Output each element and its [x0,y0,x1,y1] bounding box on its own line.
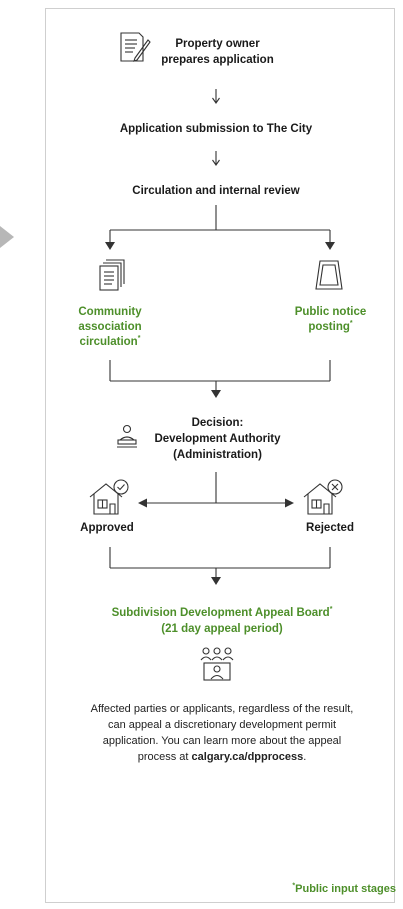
document-pen-icon [120,32,151,62]
person-podium-icon [117,424,137,448]
house-x-icon [303,479,343,515]
arrowhead-approved [138,498,147,508]
outcome-rejected: Rejected [306,522,354,534]
legend-text: Public input stages [295,883,396,895]
group-people-icon [200,647,234,681]
house-check-icon [89,479,129,515]
community-asterisk: * [137,335,141,343]
public-asterisk: * [349,320,353,328]
arrowhead-appeal [211,577,221,585]
appeal-line1: Subdivision Development Appeal Board* [55,606,389,621]
note-line4-suffix: . [303,751,307,763]
split-connector [109,205,331,246]
appeal-merge-connector [109,547,331,580]
arrowhead-right-branch [325,242,335,250]
note-line4-prefix: process at [137,751,192,763]
appeal-asterisk: * [329,606,333,614]
arrow-down-1 [212,89,220,104]
papers-stack-icon [99,259,125,291]
decision-line3: (Administration) [173,449,262,461]
community-line3-text: circulation [79,336,138,348]
sign-board-icon [315,260,343,290]
community-line2: association [78,321,142,333]
arrowhead-decision [211,390,221,398]
step-prepare-line2: prepares application [161,54,274,66]
pointer-arrow [0,226,14,248]
note-line1: Affected parties or applicants, regardle… [90,703,354,715]
appeal-line1-text: Subdivision Development Appeal Board [111,607,330,619]
arrow-down-2 [212,151,220,166]
note-line3: application. You can learn more about th… [102,735,342,747]
outcome-approved: Approved [80,522,134,534]
process-panel [45,8,395,903]
legend-asterisk: * [292,882,296,890]
decision-line1: Decision: [191,417,244,429]
public-line2: posting* [268,320,393,335]
decision-connector [146,472,286,504]
arrowhead-left-branch [105,242,115,250]
step-circulation: Circulation and internal review [132,185,300,197]
public-input-legend: *Public input stages [260,882,396,897]
decision-line2: Development Authority [154,433,281,445]
appeal-note: Affected parties or applicants, regardle… [55,701,389,765]
merge-connector [109,360,331,393]
arrowhead-rejected [285,498,294,508]
dpprocess-link[interactable]: calgary.ca/dpprocess [191,751,304,763]
note-line4: process at calgary.ca/dpprocess. [55,749,389,765]
community-line1: Community [78,306,142,318]
community-line3: circulation* [55,335,165,350]
appeal-line2: (21 day appeal period) [161,623,283,635]
note-line2: can appeal a discretionary development p… [107,719,337,731]
public-line2-text: posting [308,321,350,333]
step-submission: Application submission to The City [119,123,313,135]
step-prepare-line1: Property owner [175,38,260,50]
public-line1: Public notice [294,306,367,318]
